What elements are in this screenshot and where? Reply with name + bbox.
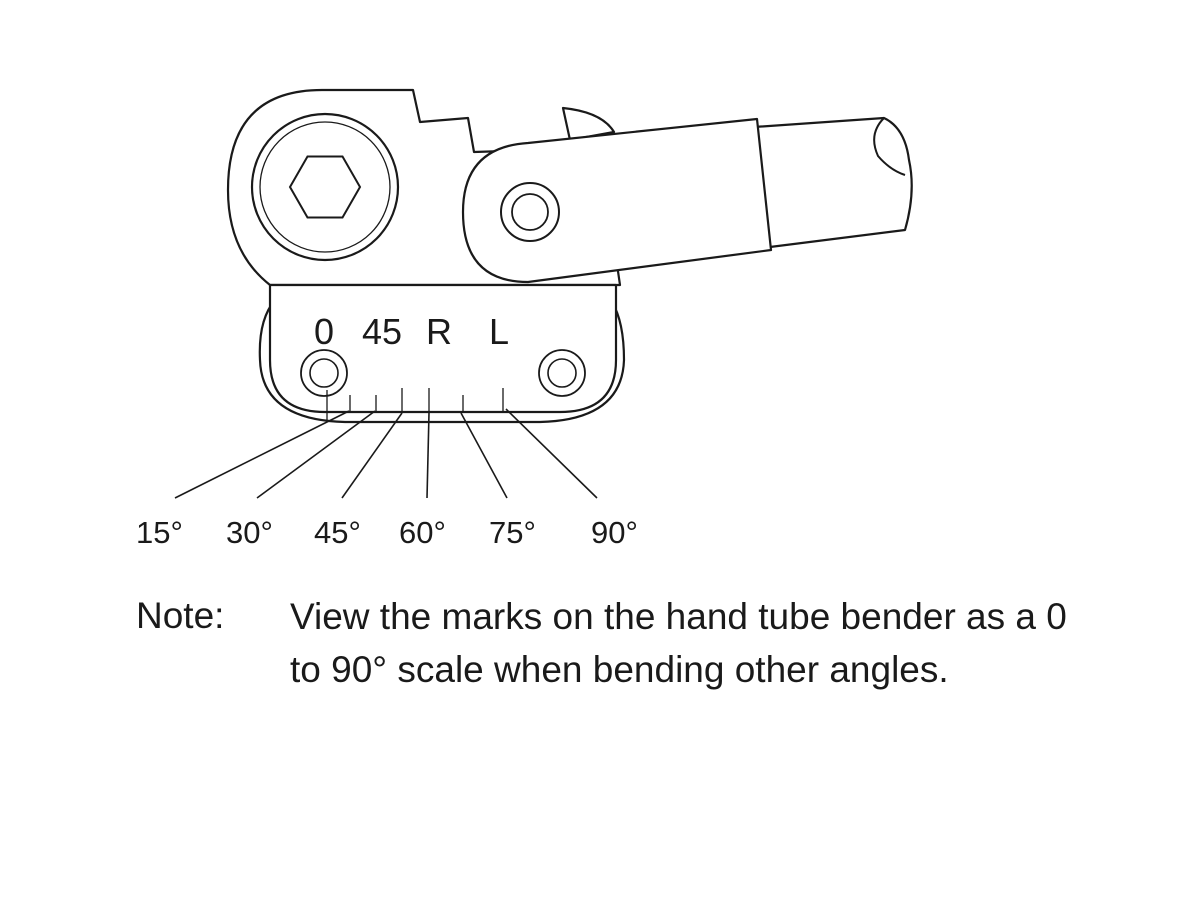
note-text: View the marks on the hand tube bender a… [290,596,1067,690]
angle-label-30: 30° [226,515,273,550]
plate-screw-left [300,349,348,397]
scale-label-0: 0 [314,311,334,352]
scale-ticks [326,388,504,420]
leader-15 [174,410,350,499]
scale-label-45: 45 [362,311,402,352]
leader-lines [174,408,598,499]
plate-screw-right [538,349,586,397]
tube [738,116,913,249]
angle-label-75: 75° [489,515,536,550]
leader-30 [256,410,376,499]
angle-label-60: 60° [399,515,446,550]
hex-bolt [250,112,400,262]
leader-45 [341,412,403,499]
angle-label-45: 45° [314,515,361,550]
arm-fin [561,106,616,142]
leader-75 [460,412,508,499]
scale-labels: 0 45 R L [314,311,509,352]
leader-60 [426,412,430,499]
angle-label-15: 15° [136,515,183,550]
scale-plate-face [268,283,618,414]
scale-label-l: L [489,311,509,352]
scale-label-r: R [426,311,452,352]
angle-label-90: 90° [591,515,638,550]
angle-labels: 15° 30° 45° 60° 75° 90° [136,515,638,550]
handle-arm [461,117,773,284]
note-label: Note: [136,595,225,636]
leader-90 [505,408,598,499]
